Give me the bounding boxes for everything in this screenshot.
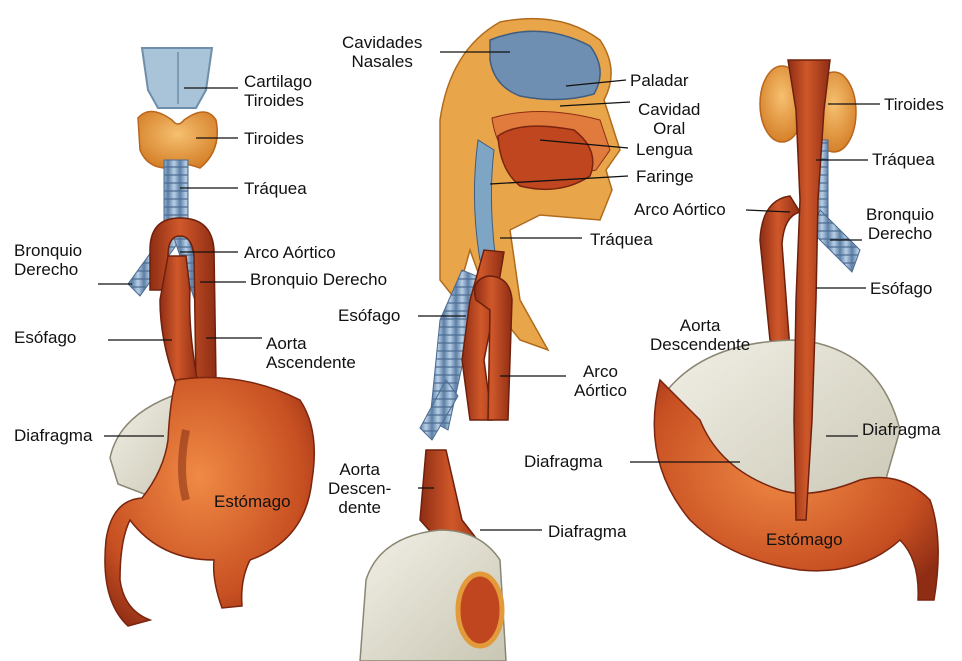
stomach-cross-section	[458, 574, 502, 646]
label-tiroides-right: Tiroides	[884, 95, 944, 114]
trachea	[164, 160, 188, 226]
label-traquea-mid: Tráquea	[590, 230, 653, 249]
label-cavidades-nasales: Cavidades Nasales	[342, 33, 422, 71]
label-esofago-left: Esófago	[14, 328, 76, 347]
label-diafragma-right-side: Diafragma	[862, 420, 940, 439]
label-esofago-right: Esófago	[870, 279, 932, 298]
label-bronquio-derecho-right-fig: Bronquio Derecho	[866, 205, 934, 243]
label-faringe: Faringe	[636, 167, 694, 186]
thyroid-cartilage	[142, 48, 212, 108]
label-esofago-mid: Esófago	[338, 306, 400, 325]
label-estomago-left: Estómago	[214, 492, 291, 511]
label-cartilago-tiroides: Cartilago Tiroides	[244, 72, 312, 110]
label-tiroides-left: Tiroides	[244, 129, 304, 148]
label-aorta-descendente-right: Aorta Descendente	[650, 316, 750, 354]
label-cavidad-oral: Cavidad Oral	[638, 100, 700, 138]
label-traquea-right: Tráquea	[872, 150, 935, 169]
label-diafragma-left: Diafragma	[14, 426, 92, 445]
label-estomago-right: Estómago	[766, 530, 843, 549]
label-arco-aortico-right: Arco Aórtico	[634, 200, 726, 219]
label-aorta-ascendente: Aorta Ascendente	[266, 334, 356, 372]
label-diafragma-right-fig: Diafragma	[524, 452, 602, 471]
bronchus-right	[812, 210, 860, 272]
label-arco-aortico-left: Arco Aórtico	[244, 243, 336, 262]
label-paladar: Paladar	[630, 71, 689, 90]
aortic-arch-right	[760, 196, 800, 350]
middle-figure	[360, 19, 620, 661]
label-aorta-descendente-mid: Aorta Descen- dente	[328, 460, 391, 517]
label-bronquio-derecho-left: Bronquio Derecho	[14, 241, 82, 279]
label-lengua: Lengua	[636, 140, 693, 159]
label-bronquio-derecho-right: Bronquio Derecho	[250, 270, 387, 289]
label-traquea-left: Tráquea	[244, 179, 307, 198]
label-diafragma-mid: Diafragma	[548, 522, 626, 541]
label-arco-aortico-mid: Arco Aórtico	[574, 362, 627, 400]
